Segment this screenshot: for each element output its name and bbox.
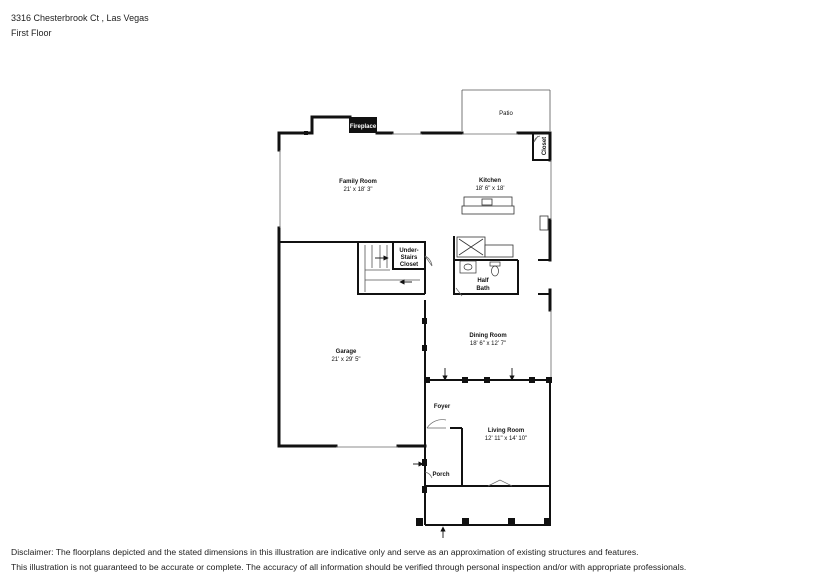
dining-room-label: Dining Room [469, 333, 506, 339]
patio-outline [461, 89, 551, 131]
fireplace-label: Fireplace [350, 124, 377, 130]
under-stairs-label-1: Under- [399, 248, 418, 254]
windows [279, 133, 552, 448]
kitchen-label: Kitchen [479, 178, 501, 184]
half-bath-fixtures [459, 260, 501, 277]
porch-label: Porch [432, 472, 449, 478]
half-bath-label-2: Bath [476, 286, 490, 292]
family-room-dims: 21' x 18' 3" [343, 187, 372, 193]
under-stairs-label-3: Closet [400, 262, 418, 268]
disclaimer-line-1: Disclaimer: The floorplans depicted and … [11, 547, 639, 557]
entry-arrows [413, 368, 515, 538]
kitchen-dims: 18' 6" x 18' [475, 186, 504, 192]
half-bath-label-1: Half [477, 278, 489, 284]
garage-dims: 21' x 29' 5" [331, 357, 360, 363]
living-room-label: Living Room [488, 428, 524, 434]
door-swings [424, 135, 541, 487]
garage-label: Garage [336, 349, 357, 355]
kitchen-counter [456, 215, 549, 258]
kitchen-island [461, 196, 515, 215]
under-stairs-label-2: Stairs [401, 255, 418, 261]
exterior-walls [277, 115, 552, 448]
property-address: 3316 Chesterbrook Ct , Las Vegas [11, 13, 149, 23]
patio-label: Patio [499, 111, 513, 117]
dining-room-dims: 18' 6" x 12' 7" [470, 341, 506, 347]
foyer-label: Foyer [434, 404, 451, 410]
floor-label: First Floor [11, 28, 52, 38]
kitchen-closet-label: Closet [542, 137, 548, 155]
disclaimer-line-2: This illustration is not guaranteed to b… [11, 562, 687, 572]
family-room-label: Family Room [339, 179, 377, 185]
columns [304, 131, 552, 526]
living-room-dims: 12' 11" x 14' 10" [485, 436, 527, 442]
interior-walls [279, 133, 551, 526]
fireplace [349, 117, 377, 133]
